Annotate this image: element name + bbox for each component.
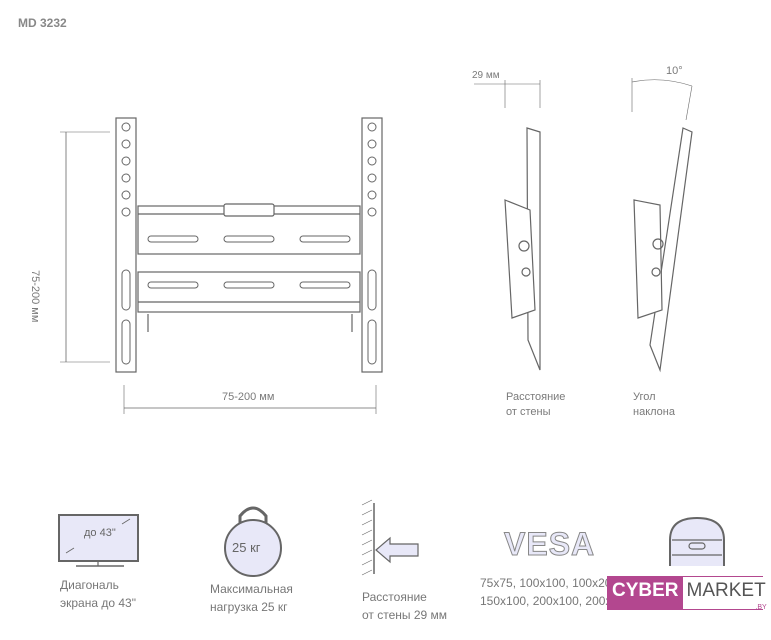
caption-line: наклона xyxy=(633,406,675,418)
wall-distance-icon xyxy=(361,499,419,576)
caption-line: Диагональ xyxy=(60,578,119,592)
side-view-distance xyxy=(474,80,541,371)
caption-line: Расстояние xyxy=(362,590,427,604)
caption-line: Угол xyxy=(633,391,656,403)
feature-caption-diagonal: Диагональ экрана до 43" xyxy=(60,576,136,612)
weight-icon-text: 25 кг xyxy=(232,540,261,555)
watermark-text: MARKET xyxy=(686,580,766,601)
distance-dimension-label: 29 мм xyxy=(472,70,500,81)
watermark-part2: MARKET .BY xyxy=(682,577,769,611)
width-dimension-label: 75-200 мм xyxy=(222,391,275,403)
caption-line: экрана до 43" xyxy=(60,596,136,610)
feature-caption-distance: Расстояние от стены 29 мм xyxy=(362,588,447,624)
caption-line: от стены 29 мм xyxy=(362,608,448,622)
feature-caption-load: Максимальная нагрузка 25 кг xyxy=(210,580,293,616)
tilt-dimension-label: 10° xyxy=(666,65,683,77)
watermark-part1: CYBER xyxy=(608,577,683,609)
height-dimension-label: 75-200 мм xyxy=(29,270,41,323)
caption-line: 75x75, 100x100, 100x20 xyxy=(480,576,612,590)
distance-caption: Расстояние от стены xyxy=(506,390,565,420)
side-view-tilt xyxy=(631,78,693,373)
monitor-icon xyxy=(58,514,139,567)
tilt-caption: Угол наклона xyxy=(633,390,675,420)
watermark-suffix: .BY xyxy=(755,604,767,611)
caption-line: 150x100, 200x100, 200x xyxy=(480,594,612,608)
model-title: MD 3232 xyxy=(18,16,67,30)
weight-icon xyxy=(224,506,282,577)
caption-line: от стены xyxy=(506,406,551,418)
caption-line: Расстояние xyxy=(506,391,566,403)
front-view-bracket xyxy=(60,117,383,414)
caption-line: нагрузка 25 кг xyxy=(210,600,288,614)
vesa-icon: VESA xyxy=(503,526,596,563)
cybermarket-watermark: CYBER MARKET .BY xyxy=(607,576,769,611)
caption-line: Максимальная xyxy=(210,582,293,596)
monitor-icon-text: до 43" xyxy=(84,527,116,539)
feature-caption-vesa: 75x75, 100x100, 100x20 150x100, 200x100, … xyxy=(480,574,611,610)
level-icon xyxy=(669,516,725,566)
